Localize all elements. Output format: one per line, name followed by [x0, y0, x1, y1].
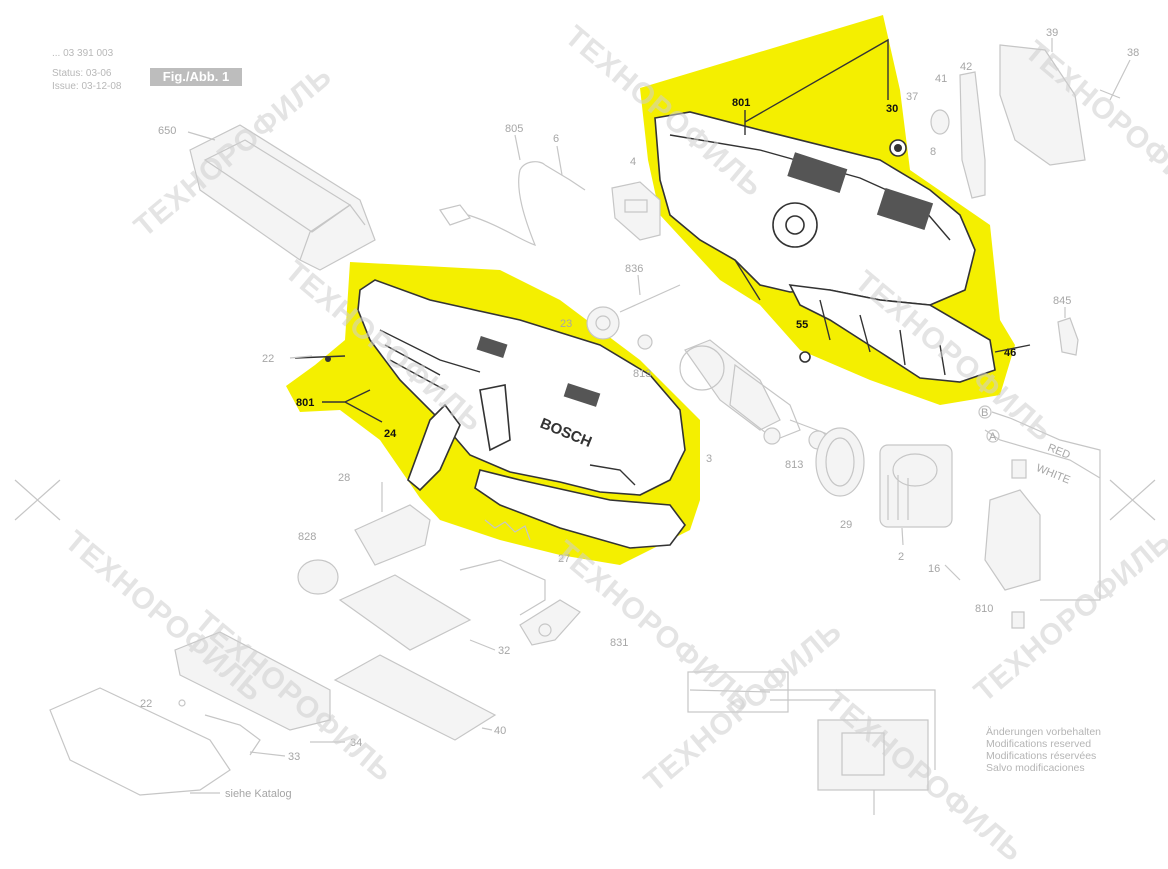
part-4-switch	[611, 181, 661, 241]
label-650: 650	[158, 125, 176, 137]
part-22-screw	[289, 355, 313, 359]
label-4: 4	[630, 156, 636, 168]
label-29: 29	[840, 519, 852, 531]
label-38: 38	[1127, 47, 1139, 59]
part-29-ring	[815, 427, 865, 497]
part-2-stator	[879, 444, 953, 546]
label-39: 39	[1046, 27, 1058, 39]
part-650-dust-box	[187, 124, 376, 271]
part-40-base-plate	[333, 654, 497, 741]
part-831-lever	[519, 599, 581, 646]
label-33: 33	[288, 751, 300, 763]
label-831: 831	[610, 637, 628, 649]
label-A: A	[989, 431, 997, 443]
wire-white: WHITE	[1034, 462, 1071, 486]
label-27: 27	[558, 553, 570, 565]
part-28-roller	[297, 482, 431, 595]
label-2: 2	[898, 551, 904, 563]
label-813-bottom: 813	[785, 459, 803, 471]
label-22-top: 22	[262, 353, 274, 365]
label-24: 24	[384, 428, 397, 440]
label-37: 37	[906, 91, 918, 103]
label-8: 8	[930, 146, 936, 158]
status-line: Status: 03-06	[52, 68, 112, 79]
part-33-spring	[204, 714, 286, 757]
label-836: 836	[625, 263, 643, 275]
note-line-fr: Modifications réservées	[986, 750, 1097, 762]
watermark-crosses	[14, 479, 1156, 521]
note-line-es: Salvo modificaciones	[986, 762, 1085, 774]
part-27-spring	[459, 519, 546, 616]
exploded-parts-diagram: ... 03 391 003 Status: 03-06 Issue: 03-1…	[14, 15, 1168, 869]
part-836-shaft	[619, 274, 681, 313]
sanding-belt	[49, 687, 231, 796]
part-805-power-cord	[439, 134, 586, 246]
label-801-left: 801	[296, 397, 314, 409]
modifications-note: Änderungen vorbehalten Modifications res…	[986, 726, 1101, 774]
catalog-note: siehe Katalog	[225, 788, 292, 800]
part-42-belt	[959, 71, 986, 199]
label-34: 34	[350, 737, 362, 749]
part-39-cover	[999, 38, 1086, 166]
label-28: 28	[338, 472, 350, 484]
label-16: 16	[928, 563, 940, 575]
figure-label: Fig./Abb. 1	[150, 68, 242, 86]
motor-housing-right	[654, 111, 996, 383]
part-845-bracket	[1057, 307, 1079, 356]
label-22-bottom: 22	[140, 698, 152, 710]
note-line-en: Modifications reserved	[986, 738, 1092, 750]
label-810: 810	[975, 603, 993, 615]
wire-red: RED	[1046, 442, 1072, 462]
label-845: 845	[1053, 295, 1071, 307]
part-41-pulley	[930, 109, 950, 135]
label-801-right: 801	[732, 97, 750, 109]
label-3: 3	[706, 453, 712, 465]
part-23-gear	[586, 306, 620, 340]
label-30: 30	[886, 103, 898, 115]
label-B: B	[981, 407, 988, 419]
label-805: 805	[505, 123, 523, 135]
circuit-diagram	[687, 671, 936, 815]
label-42: 42	[960, 61, 972, 73]
label-813-top: 813	[633, 368, 651, 380]
label-828: 828	[298, 531, 316, 543]
label-40: 40	[494, 725, 506, 737]
label-32: 32	[498, 645, 510, 657]
label-6: 6	[553, 133, 559, 145]
part-32-plate	[338, 574, 496, 651]
part-34-frame	[174, 631, 345, 743]
part-16-electronic-module	[944, 411, 1101, 629]
note-line-de: Änderungen vorbehalten	[986, 726, 1102, 738]
label-41: 41	[935, 73, 947, 85]
issue-line: Issue: 03-12-08	[52, 81, 122, 92]
diagram-svg: 801 30 55 4 6 BOSCH 801 24 650	[14, 15, 1156, 815]
label-55: 55	[796, 319, 808, 331]
part-number: ... 03 391 003	[52, 48, 114, 59]
motor-housing-left: BOSCH	[357, 279, 686, 549]
label-23: 23	[560, 318, 572, 330]
